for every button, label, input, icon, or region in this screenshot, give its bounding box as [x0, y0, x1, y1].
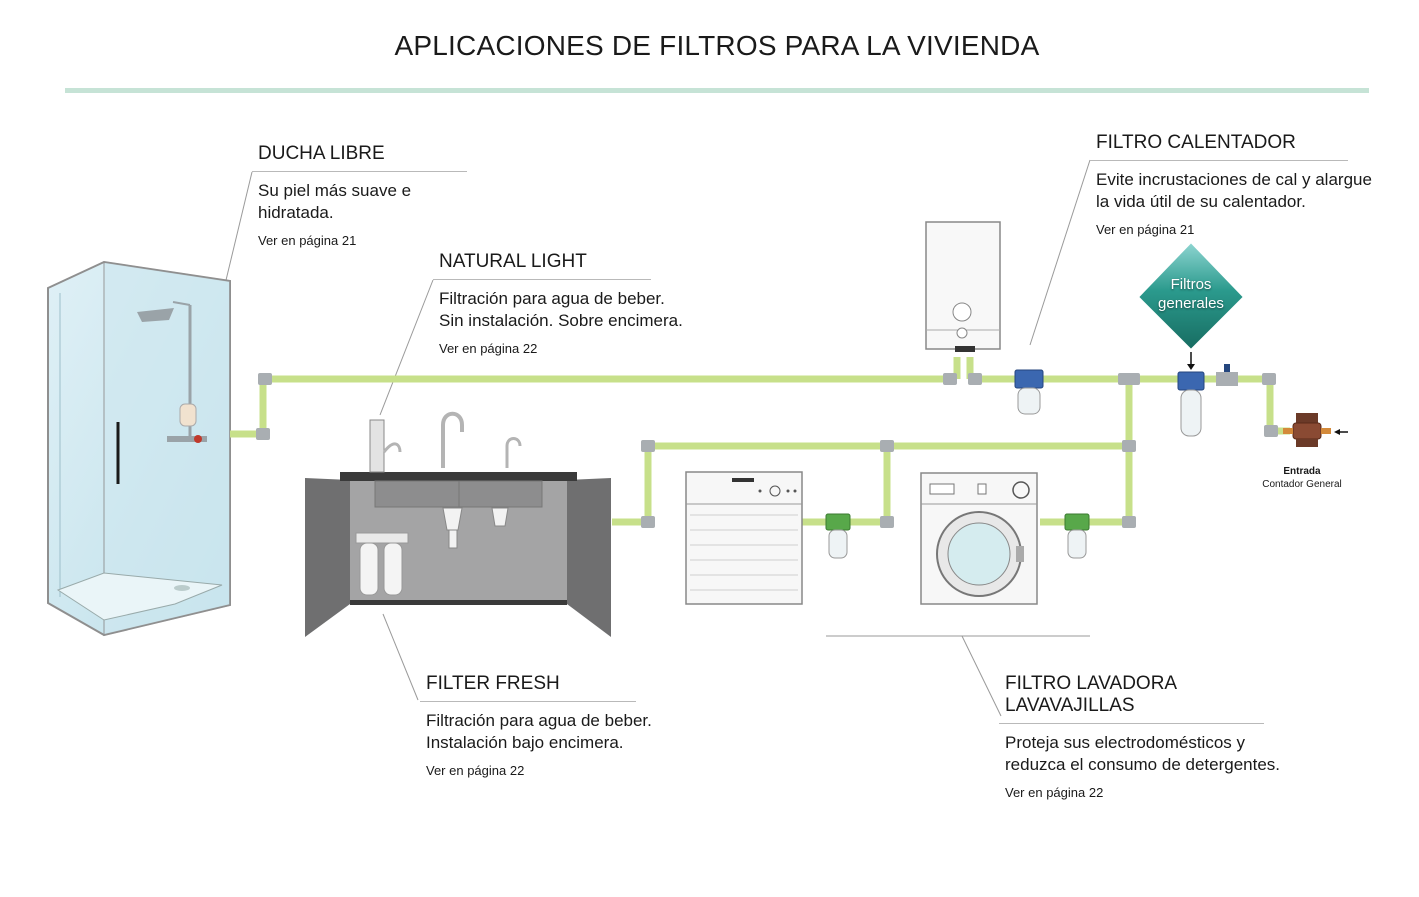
- label-heading: FILTER FRESH: [426, 673, 560, 694]
- title-divider: [65, 88, 1369, 93]
- badge-line-2: generales: [1158, 295, 1224, 312]
- badge-label: Filtros generales: [1138, 275, 1244, 313]
- label-heading: FILTRO CALENTADOR: [1096, 132, 1296, 153]
- label-divider: [999, 723, 1264, 724]
- filtros-generales-badge: [1136, 240, 1246, 370]
- label-heading-1: FILTRO LAVADORA: [1005, 673, 1178, 694]
- label-ducha-libre: DUCHA LIBRE Su piel más suave e hidratad…: [252, 143, 467, 248]
- pipe-joints: [256, 373, 1278, 528]
- meter-label: Entrada Contador General: [1250, 465, 1354, 491]
- label-filter-fresh: FILTER FRESH Filtración para agua de beb…: [420, 673, 652, 778]
- washing-machine: [920, 472, 1038, 605]
- page-reference: Ver en página 22: [1005, 785, 1104, 800]
- page-title: APLICACIONES DE FILTROS PARA LA VIVIENDA: [394, 30, 1040, 61]
- page-reference: Ver en página 22: [426, 763, 525, 778]
- label-divider: [252, 171, 467, 172]
- label-description: la vida útil de su calentador.: [1096, 192, 1306, 211]
- label-description: Sin instalación. Sobre encimera.: [439, 311, 683, 330]
- page-reference: Ver en página 21: [258, 233, 357, 248]
- blue-filters: [1014, 364, 1238, 437]
- water-heater: [925, 221, 1001, 352]
- dishwasher: [685, 471, 803, 605]
- label-heading: DUCHA LIBRE: [258, 143, 385, 164]
- label-filtro-calentador: FILTRO CALENTADOR Evite incrustaciones d…: [1090, 132, 1372, 237]
- appliance-filters: [825, 513, 1090, 559]
- water-meter: [1283, 413, 1348, 447]
- label-divider: [433, 279, 651, 280]
- label-natural-light: NATURAL LIGHT Filtración para agua de be…: [433, 251, 683, 356]
- meter-label-bold: Entrada: [1283, 466, 1321, 477]
- label-heading: NATURAL LIGHT: [439, 251, 587, 272]
- label-description: Instalación bajo encimera.: [426, 733, 624, 752]
- page-reference: Ver en página 22: [439, 341, 538, 356]
- shower-cabin: [47, 260, 231, 637]
- label-description: Su piel más suave e hidratada.: [258, 181, 412, 222]
- meter-label-text: Contador General: [1262, 479, 1342, 490]
- badge-line-1: Filtros: [1170, 276, 1212, 293]
- label-description: Filtración para agua de beber.: [439, 289, 665, 308]
- label-description: Proteja sus electrodomésticos y: [1005, 733, 1245, 752]
- label-divider: [420, 701, 636, 702]
- label-filtro-lavadora: FILTRO LAVADORA LAVAVAJILLAS Proteja sus…: [999, 673, 1280, 800]
- label-description: reduzca el consumo de detergentes.: [1005, 755, 1281, 774]
- kitchen-cabinet: [305, 411, 611, 637]
- label-divider: [1090, 160, 1348, 161]
- label-description: Evite incrustaciones de cal y alargue: [1096, 170, 1372, 189]
- page-reference: Ver en página 21: [1096, 222, 1195, 237]
- label-description: Filtración para agua de beber.: [426, 711, 652, 730]
- label-heading-2: LAVAVAJILLAS: [1005, 695, 1135, 716]
